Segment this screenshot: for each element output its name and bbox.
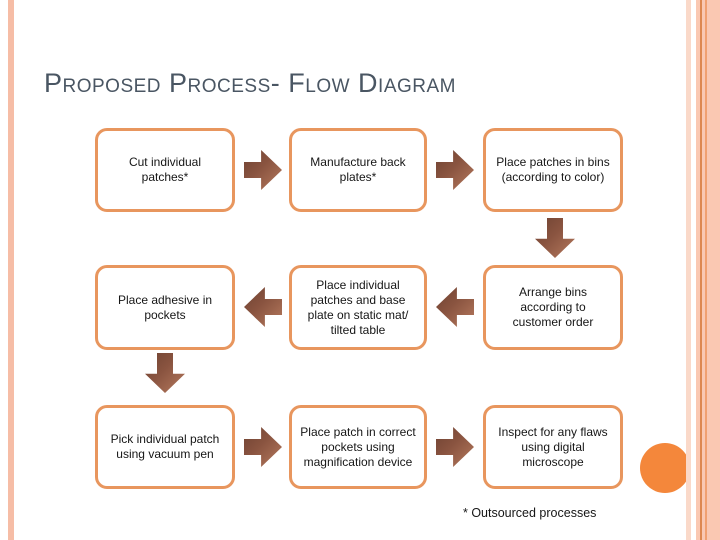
page-title: Proposed Process- Flow Diagram [44, 68, 456, 98]
flow-box-place-patch-magnification: Place patch in correct pockets using mag… [289, 405, 427, 489]
arrow-right-icon [436, 427, 474, 467]
flow-box-label: Inspect for any flaws using digital micr… [498, 424, 608, 469]
flow-box-place-patches-in-bins: Place patches in bins (according to colo… [483, 128, 623, 212]
flow-box-manufacture-back-plates: Manufacture back plates* [289, 128, 427, 212]
flow-box-label: Pick individual patch using vacuum pen [110, 432, 220, 461]
arrow-down-icon [145, 353, 185, 393]
arrow-down-icon [535, 218, 575, 258]
left-accent-bar [8, 0, 14, 540]
right-stripe-line [705, 0, 707, 540]
flow-box-label: Place individual patches and base plate … [307, 277, 409, 337]
flow-box-pick-patch-vacuum-pen: Pick individual patch using vacuum pen [95, 405, 235, 489]
arrow-right-icon [244, 427, 282, 467]
flow-box-place-adhesive-in-pockets: Place adhesive in pockets [95, 265, 235, 350]
flow-box-inspect-digital-microscope: Inspect for any flaws using digital micr… [483, 405, 623, 489]
flow-box-arrange-bins: Arrange bins according to customer order [483, 265, 623, 350]
flow-box-label: Arrange bins according to customer order [512, 285, 594, 329]
arrow-right-icon [436, 150, 474, 190]
flow-box-place-patches-on-mat: Place individual patches and base plate … [289, 265, 427, 350]
flow-box-cut-individual-patches: Cut individual patches* [95, 128, 235, 212]
arrow-left-icon [244, 287, 282, 327]
orange-circle-decoration [640, 443, 690, 493]
flow-box-label: Place adhesive in pockets [117, 292, 213, 322]
arrow-right-icon [244, 150, 282, 190]
right-stripe-line [700, 0, 702, 540]
flow-box-label: Place patch in correct pockets using mag… [300, 424, 416, 469]
flow-box-label: Manufacture back plates* [310, 155, 406, 184]
right-stripe-thin [686, 0, 691, 540]
flow-box-label: Place patches in bins (according to colo… [496, 155, 610, 184]
arrow-left-icon [436, 287, 474, 327]
outsourced-footnote: * Outsourced processes [463, 506, 597, 520]
flow-box-label: Cut individual patches* [128, 155, 202, 184]
